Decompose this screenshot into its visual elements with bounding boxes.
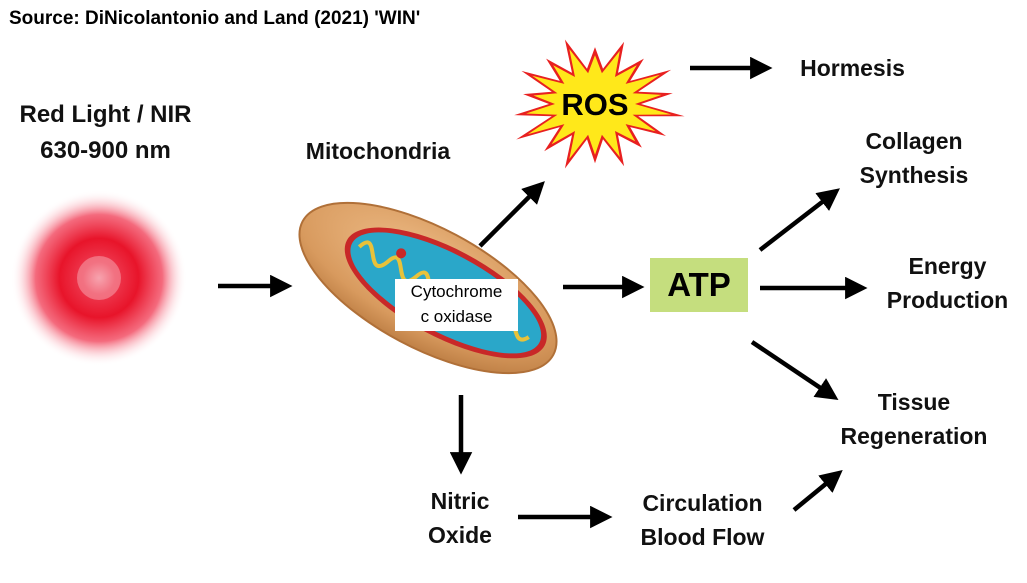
circulation-line2: Blood Flow <box>640 524 765 550</box>
red-light-label-line2: 630-900 nm <box>40 137 171 164</box>
tissue-line2: Regeneration <box>840 423 988 449</box>
source-citation: Source: DiNicolantonio and Land (2021) '… <box>9 8 421 29</box>
arrow-atp-to-collagen <box>758 188 840 252</box>
red-light-label: Red Light / NIR 630-900 nm <box>3 97 208 169</box>
red-light-label-line1: Red Light / NIR <box>19 101 192 128</box>
arrow-mitochondria-to-ros <box>478 181 545 248</box>
circulation-line1: Circulation <box>642 490 763 516</box>
nitric-line1: Nitric <box>430 488 490 514</box>
mitochondria-title: Mitochondria <box>305 138 451 164</box>
energy-production-label: Energy Production <box>870 249 1025 317</box>
energy-line2: Production <box>886 287 1009 313</box>
collagen-synthesis-label: Collagen Synthesis <box>830 124 998 192</box>
tissue-regeneration-label: Tissue Regeneration <box>826 385 1002 453</box>
cytochrome-c-oxidase-label: Cytochrome c oxidase <box>395 279 518 331</box>
hormesis-label: Hormesis <box>800 55 905 81</box>
collagen-line1: Collagen <box>865 128 963 154</box>
cytochrome-line2: c oxidase <box>420 307 493 326</box>
cytochrome-line1: Cytochrome <box>410 282 503 301</box>
arrow-atp-to-tissue <box>750 340 839 401</box>
tissue-line1: Tissue <box>877 389 951 415</box>
nitric-line2: Oxide <box>428 522 492 548</box>
ros-burst-icon <box>514 39 685 169</box>
circulation-blood-flow-label: Circulation Blood Flow <box>620 486 785 554</box>
collagen-line2: Synthesis <box>859 162 969 188</box>
energy-line1: Energy <box>908 253 987 279</box>
nitric-oxide-label: Nitric Oxide <box>405 484 515 552</box>
ros-label: ROS <box>561 87 629 122</box>
arrow-circulation-to-tissue <box>792 470 843 512</box>
atp-box: ATP <box>650 258 748 312</box>
red-light-source-icon <box>11 190 187 366</box>
